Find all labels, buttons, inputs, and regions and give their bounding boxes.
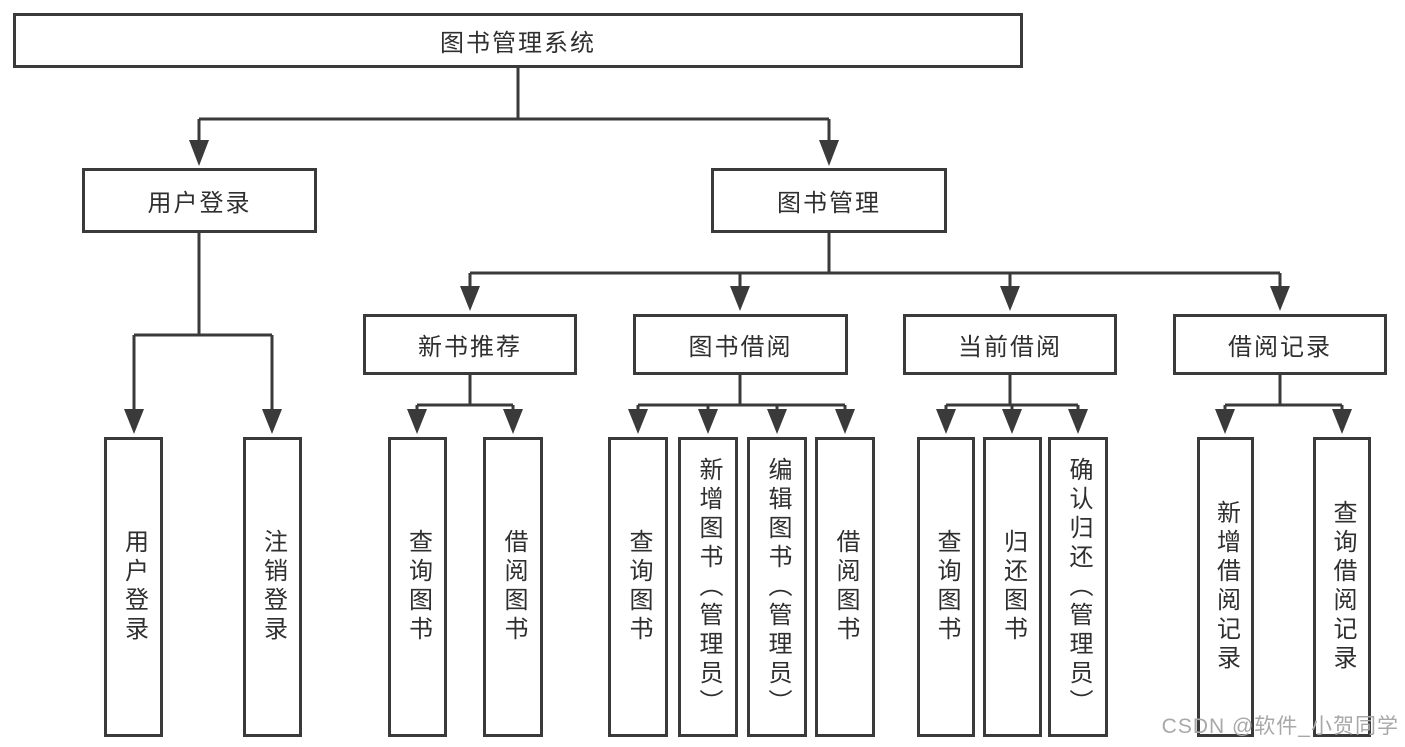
node-label: 用户登录 <box>147 190 252 217</box>
node-cb-confirm-return-admin: 确认归还（管理员） <box>1048 437 1108 737</box>
node-label: 新书推荐 <box>418 334 522 361</box>
node-bb-edit-books-admin: 编辑图书（管理员） <box>747 437 807 737</box>
node-label: 注销登录 <box>259 529 287 645</box>
node-logout: 注销登录 <box>243 437 302 737</box>
node-label: 查询图书 <box>404 529 432 645</box>
node-cb-return-books: 归还图书 <box>983 437 1042 737</box>
node-book-borrowing: 图书借阅 <box>633 314 848 375</box>
node-label: 新增借阅记录 <box>1212 500 1240 674</box>
node-label: 借阅图书 <box>500 529 527 645</box>
node-bb-add-books-admin: 新增图书（管理员） <box>678 437 738 737</box>
node-cb-query-books: 查询图书 <box>917 437 975 737</box>
node-br-add-borrow-record: 新增借阅记录 <box>1197 437 1254 737</box>
node-label: 借阅图书 <box>832 529 859 645</box>
node-label: 用户登录 <box>120 529 148 645</box>
node-label: 借阅记录 <box>1228 334 1332 361</box>
node-label: 图书借阅 <box>688 334 793 361</box>
node-label: 查询图书 <box>933 529 960 645</box>
node-label: 编辑图书（管理员） <box>764 456 791 718</box>
node-label: 图书管理 <box>777 190 881 217</box>
node-label: 归还图书 <box>999 529 1027 645</box>
node-label: 图书管理系统 <box>440 30 596 57</box>
node-label: 确认归还（管理员） <box>1065 456 1092 718</box>
node-label: 查询借阅记录 <box>1329 500 1356 674</box>
node-label: 查询图书 <box>625 529 652 645</box>
node-book-management: 图书管理 <box>711 168 947 233</box>
node-nbr-borrow-books: 借阅图书 <box>483 437 543 737</box>
node-new-book-recommendation: 新书推荐 <box>363 314 577 375</box>
watermark: CSDN @软件_小贺同学 <box>1161 715 1399 738</box>
node-user-login: 用户登录 <box>82 168 317 233</box>
node-label: 新增图书（管理员） <box>695 456 722 718</box>
node-library-management-system: 图书管理系统 <box>13 13 1023 68</box>
node-label: 当前借阅 <box>958 334 1062 361</box>
node-current-borrowing: 当前借阅 <box>903 314 1117 375</box>
node-user-login-leaf: 用户登录 <box>104 437 163 737</box>
node-borrowing-records: 借阅记录 <box>1173 314 1387 375</box>
node-bb-borrow-books: 借阅图书 <box>815 437 875 737</box>
node-nbr-query-books: 查询图书 <box>388 437 447 737</box>
node-bb-query-books: 查询图书 <box>608 437 668 737</box>
node-br-query-borrow-record: 查询借阅记录 <box>1313 437 1371 737</box>
